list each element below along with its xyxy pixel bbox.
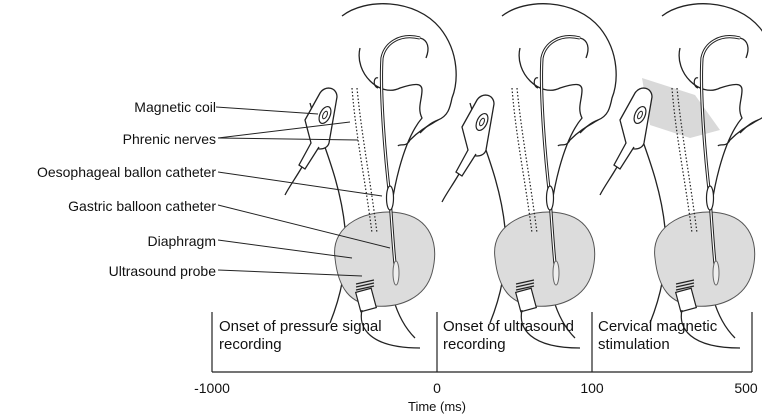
- stimulation-zone: [642, 78, 720, 138]
- magnetic-coil-3: [600, 88, 652, 195]
- tick-label: -1000: [194, 380, 230, 396]
- figure-panel-2: [470, 4, 616, 348]
- phase-3-line-1: Cervical magnetic: [598, 318, 717, 336]
- tick-label: 0: [433, 380, 441, 396]
- tick-label: 100: [580, 380, 603, 396]
- figure-panel-3: [630, 4, 762, 348]
- phase-2-text: Onset of ultrasound recording: [443, 318, 574, 354]
- label-magnetic-coil: Magnetic coil: [134, 99, 216, 115]
- magnetic-coil-1: [285, 88, 337, 195]
- phase-2-line-1: Onset of ultrasound: [443, 318, 574, 336]
- label-phrenic-nerves: Phrenic nerves: [123, 131, 216, 147]
- magnetic-coil-2: [442, 95, 494, 202]
- phase-3-line-2: stimulation: [598, 336, 717, 354]
- axis-label: Time (ms): [408, 399, 466, 415]
- phase-2-line-2: recording: [443, 336, 574, 354]
- label-diaphragm: Diaphragm: [148, 233, 216, 249]
- phase-1-line-2: recording: [219, 336, 382, 354]
- phase-3-text: Cervical magnetic stimulation: [598, 318, 717, 354]
- label-ultrasound-probe: Ultrasound probe: [109, 263, 216, 279]
- phase-1-text: Onset of pressure signal recording: [219, 318, 382, 354]
- figure-panel-1: [310, 4, 456, 348]
- label-oesophageal-catheter: Oesophageal ballon catheter: [37, 164, 216, 180]
- tick-label: 500: [734, 380, 757, 396]
- label-gastric-catheter: Gastric balloon catheter: [68, 198, 216, 214]
- phase-1-line-1: Onset of pressure signal: [219, 318, 382, 336]
